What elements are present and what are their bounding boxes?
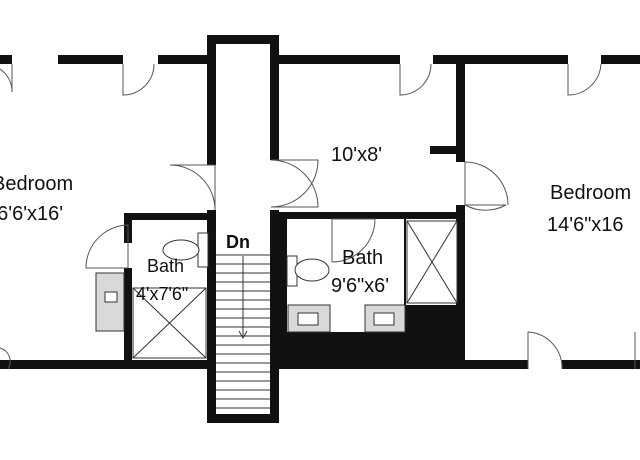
door-swing-stair-right [270, 159, 319, 208]
bedroom-left-name: Bedroom [0, 173, 74, 195]
bath-main-name: Bath [342, 247, 384, 269]
door-swing-right-bedroom [464, 162, 507, 211]
middle-room-size: 10'x8' [331, 144, 383, 166]
bedroom-right-name: Bedroom [550, 182, 632, 204]
bath-main-size: 9'6"x6' [331, 275, 390, 297]
door-swing-top-left [0, 64, 13, 93]
toilet-bowl-main [294, 258, 330, 282]
door-swing-bottom-right [527, 331, 563, 370]
door-swing-stair-left [169, 164, 216, 211]
fixtures [95, 220, 458, 359]
bath-small-size: 4'x7'6" [136, 284, 189, 304]
door-swing-bath-small [85, 224, 129, 269]
door-swing-bottom-left [0, 347, 11, 370]
walls [0, 35, 640, 423]
door-swing-top-left-2 [122, 63, 155, 96]
stair [216, 254, 270, 409]
bedroom-left-size: 16'6'x16' [0, 203, 64, 225]
stair-label: Dn [226, 232, 250, 252]
stair-arrow-head [238, 330, 248, 340]
door-swing-top-right [567, 63, 602, 96]
doors [0, 63, 636, 370]
toilet-bowl-small [162, 239, 200, 261]
door-swing-top-middle [399, 63, 432, 96]
bedroom-right-size: 14'6"x16 [547, 214, 624, 236]
door-swing-bath-main [331, 218, 376, 263]
bath-small-name: Bath [147, 256, 185, 276]
